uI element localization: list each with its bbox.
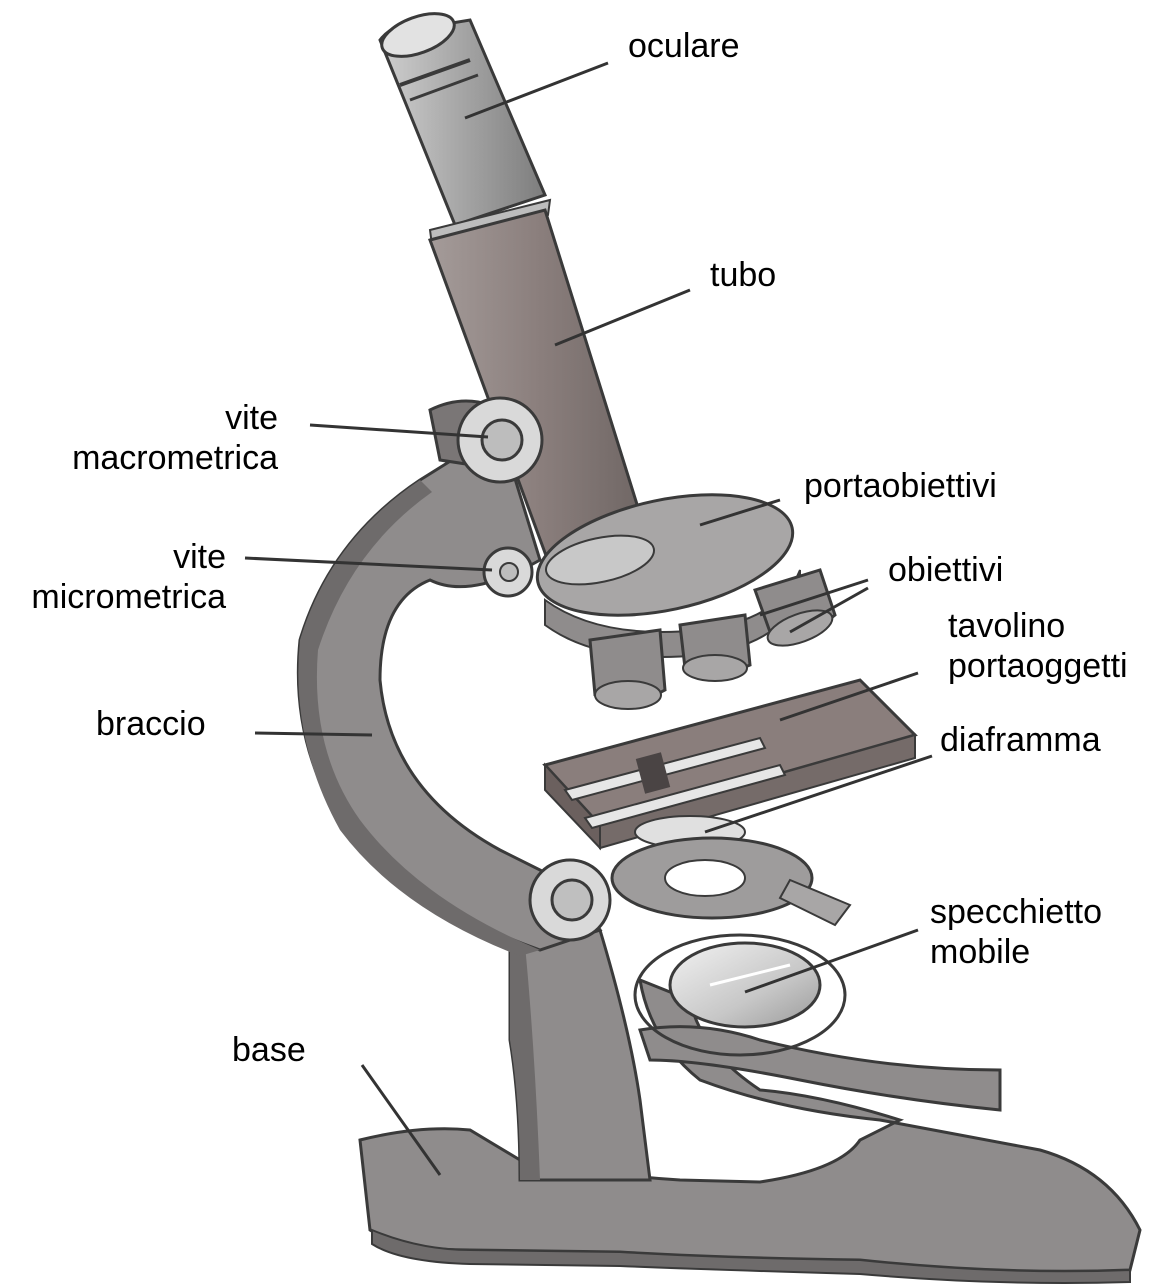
mirror bbox=[670, 943, 820, 1027]
label-braccio: braccio bbox=[96, 704, 206, 744]
label-oculare: oculare bbox=[628, 26, 740, 66]
label-vite-macrometrica-line1: vite bbox=[40, 398, 278, 438]
label-portaobiettivi: portaobiettivi bbox=[804, 466, 997, 506]
leader-braccio bbox=[255, 733, 372, 735]
label-tubo: tubo bbox=[710, 255, 776, 295]
label-specchietto-line2: mobile bbox=[930, 932, 1102, 972]
label-base: base bbox=[232, 1030, 306, 1070]
label-tavolino-line1: tavolino bbox=[948, 606, 1128, 646]
label-vite-micrometrica: vite micrometrica bbox=[0, 537, 226, 617]
label-obiettivi: obiettivi bbox=[888, 550, 1003, 590]
label-vite-macrometrica: vite macrometrica bbox=[40, 398, 278, 478]
label-diaframma: diaframma bbox=[940, 720, 1101, 760]
label-tavolino-portaoggetti: tavolino portaoggetti bbox=[948, 606, 1128, 686]
label-specchietto-mobile: specchietto mobile bbox=[930, 892, 1102, 972]
label-tavolino-line2: portaoggetti bbox=[948, 646, 1128, 686]
label-specchietto-line1: specchietto bbox=[930, 892, 1102, 932]
label-vite-micrometrica-line2: micrometrica bbox=[0, 577, 226, 617]
label-vite-micrometrica-line1: vite bbox=[0, 537, 226, 577]
label-vite-macrometrica-line2: macrometrica bbox=[40, 438, 278, 478]
